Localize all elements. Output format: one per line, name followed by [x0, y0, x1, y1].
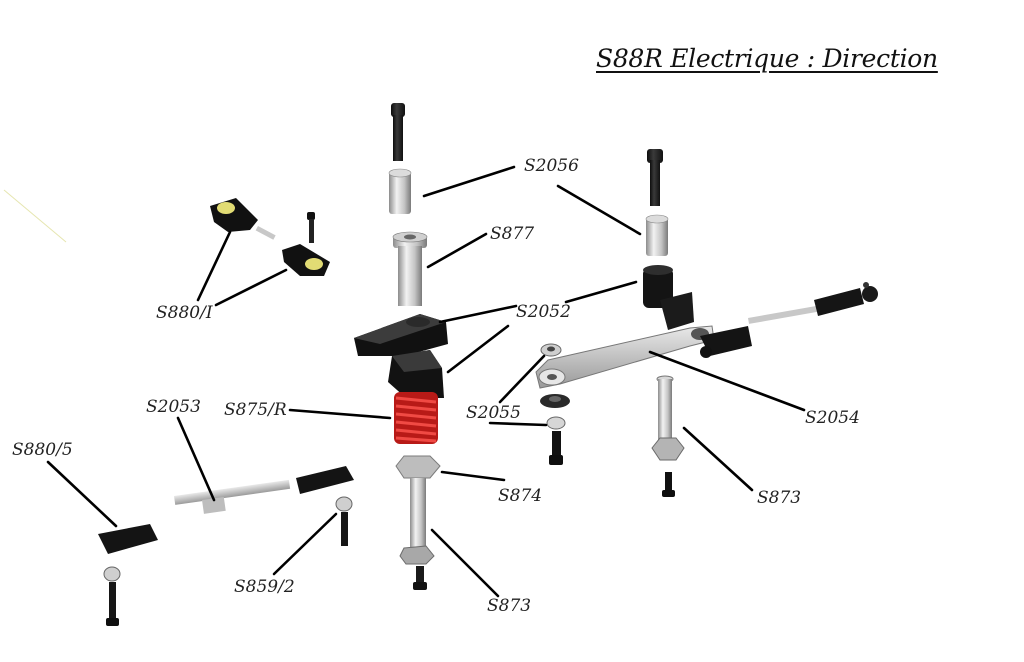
- part-top-screw: [391, 103, 405, 161]
- label-s880-5: S880/5: [12, 440, 73, 460]
- label-s874: S874: [498, 486, 543, 506]
- label-s873-center: S873: [487, 596, 532, 616]
- leader-s877: [426, 232, 488, 269]
- leader-s2055-b: [488, 421, 548, 427]
- leader-s874: [440, 470, 506, 482]
- label-s2053: S2053: [146, 397, 201, 417]
- leader-lines: [46, 165, 806, 598]
- label-s2054: S2054: [805, 408, 860, 428]
- part-right-tie-rod: [700, 282, 878, 358]
- leader-s2056-right: [556, 184, 642, 236]
- part-right-screw: [647, 149, 663, 206]
- leader-s880i-a: [196, 230, 232, 302]
- leader-s880-5: [46, 460, 118, 528]
- part-center-post: [395, 455, 441, 590]
- leader-s2052-a: [438, 304, 518, 324]
- leader-s2056-left: [422, 165, 516, 198]
- leader-s2052-c: [564, 280, 638, 304]
- diagram-title: S88R Electrique : Direction: [596, 44, 938, 73]
- label-s875-r: S875/R: [224, 400, 287, 420]
- label-s877: S877: [490, 224, 535, 244]
- label-s2055: S2055: [466, 403, 521, 423]
- leader-s2053: [176, 416, 216, 502]
- label-s880-i: S880/I: [156, 303, 213, 323]
- label-s873-right: S873: [757, 488, 802, 508]
- label-s859-2: S859/2: [234, 577, 295, 597]
- leader-s2052-b: [446, 324, 510, 374]
- part-pillar: [392, 231, 428, 306]
- leader-s873-right: [682, 426, 754, 492]
- part-ball-cups: [210, 198, 330, 276]
- leader-s875r: [288, 408, 392, 420]
- part-spacer-right: [645, 214, 669, 256]
- part-bellcrank-lower: [388, 350, 444, 398]
- leader-s2055-a: [498, 354, 546, 404]
- part-spacer-left: [388, 168, 412, 214]
- part-bellcrank-right: [643, 265, 694, 330]
- leader-s859-2: [272, 512, 338, 576]
- stray-line: [3, 189, 67, 243]
- part-right-post: [651, 375, 685, 497]
- part-bellcrank-upper: [354, 314, 448, 356]
- part-left-tie-rod: [98, 466, 354, 626]
- leader-s873-center: [430, 528, 500, 598]
- part-washers: [540, 343, 570, 465]
- part-spring: [394, 392, 438, 444]
- label-s2056: S2056: [524, 156, 579, 176]
- leader-s880i-b: [214, 268, 288, 307]
- label-s2052: S2052: [516, 302, 571, 322]
- leader-s2054: [648, 350, 806, 412]
- part-drag-link: [535, 325, 715, 389]
